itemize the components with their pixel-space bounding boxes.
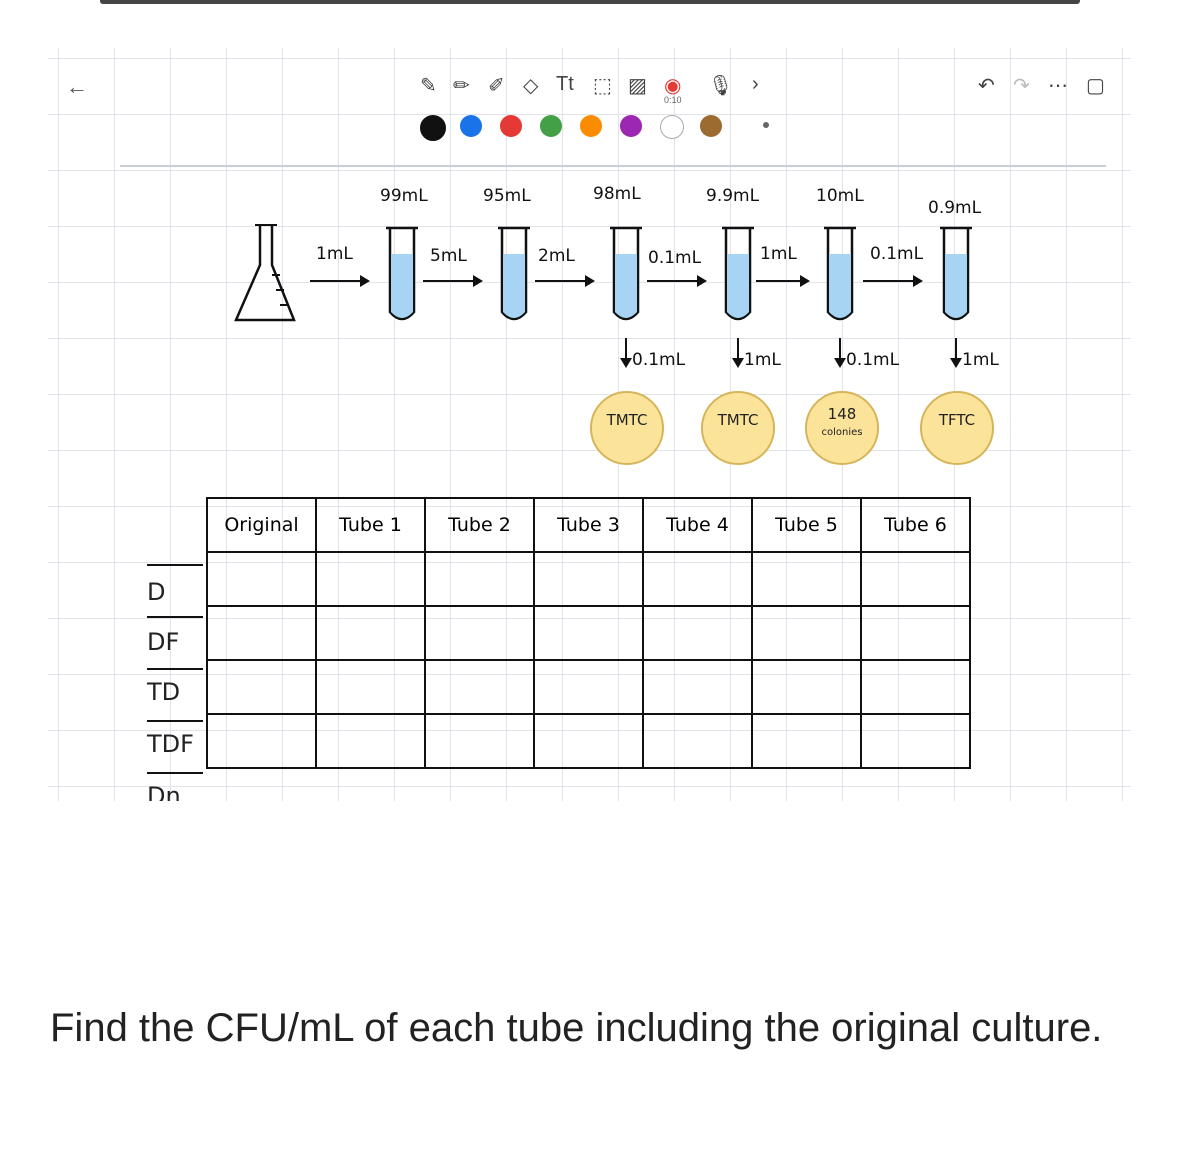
table-row xyxy=(148,605,971,661)
color-black[interactable] xyxy=(420,115,446,141)
tube-6-volume: 0.9mL xyxy=(928,198,982,218)
color-green[interactable] xyxy=(540,115,562,137)
agar-plate-3: 148 colonies xyxy=(805,391,879,465)
marker-icon[interactable]: ✐ xyxy=(488,75,505,97)
stroke-size-dot[interactable] xyxy=(763,122,769,128)
table-row xyxy=(148,551,971,607)
plate-volume-3: 0.1mL xyxy=(846,350,900,370)
agar-plate-4: TFTC xyxy=(920,391,994,465)
table-row xyxy=(148,713,971,769)
tube-3-volume: 98mL xyxy=(593,184,641,204)
row-label-dn: Dn xyxy=(147,782,181,801)
test-tube-6 xyxy=(940,226,972,321)
row-line xyxy=(147,564,203,566)
header-tube-3: Tube 3 xyxy=(533,497,644,553)
row-line xyxy=(147,720,203,722)
microphone-icon[interactable]: 🎙 xyxy=(708,75,734,97)
plate-volume-2: 1mL xyxy=(744,350,781,370)
pages-icon[interactable]: ▢ xyxy=(1086,75,1105,97)
color-red[interactable] xyxy=(500,115,522,137)
header-tube-1: Tube 1 xyxy=(315,497,426,553)
chevron-right-icon[interactable]: › xyxy=(752,73,759,95)
header-tube-5: Tube 5 xyxy=(751,497,862,553)
transfer-label-5: 1mL xyxy=(760,244,797,264)
more-icon[interactable]: ⋯ xyxy=(1048,75,1068,97)
back-arrow-icon[interactable]: ← xyxy=(66,74,88,99)
row-line xyxy=(147,668,203,670)
flask-icon xyxy=(234,224,296,322)
plate-1-label: TMTC xyxy=(606,411,648,429)
header-tube-6: Tube 6 xyxy=(860,497,971,553)
plate-arrow-3 xyxy=(834,338,846,368)
color-purple[interactable] xyxy=(620,115,642,137)
color-brown[interactable] xyxy=(700,115,722,137)
plate-4-label: TFTC xyxy=(938,411,976,429)
plate-arrow-4 xyxy=(950,338,962,368)
row-line xyxy=(147,616,203,618)
color-white[interactable] xyxy=(660,115,684,139)
plate-3-sublabel: colonies xyxy=(821,427,863,438)
test-tube-1 xyxy=(386,226,418,321)
transfer-arrow-5 xyxy=(756,275,810,287)
test-tube-2 xyxy=(498,226,530,321)
whiteboard-canvas[interactable]: ← ✎ ✏ ✐ ◇ Tt ⬚ ▨ ◉ 0:10 🎙 › ↶ ↷ ⋯ ▢ xyxy=(48,48,1131,801)
transfer-arrow-1 xyxy=(310,275,370,287)
table-corner xyxy=(148,498,207,552)
question-text: Find the CFU/mL of each tube including t… xyxy=(50,1006,1103,1050)
row-label-td: TD xyxy=(147,678,181,706)
row-label-d: D xyxy=(147,578,166,606)
header-tube-2: Tube 2 xyxy=(424,497,535,553)
tube-5-volume: 10mL xyxy=(816,186,864,206)
toolbar-divider xyxy=(120,165,1106,167)
pen-icon[interactable]: ✎ xyxy=(420,75,437,97)
header-original: Original xyxy=(206,497,317,553)
image-icon[interactable]: ▨ xyxy=(628,75,647,97)
transfer-label-1: 1mL xyxy=(316,244,353,264)
dilution-table: Original Tube 1 Tube 2 Tube 3 Tube 4 Tub… xyxy=(148,497,971,769)
header-tube-4: Tube 4 xyxy=(642,497,753,553)
transfer-arrow-6 xyxy=(863,275,923,287)
transfer-arrow-2 xyxy=(423,275,483,287)
agar-plate-2: TMTC xyxy=(701,391,775,465)
plate-3-count: 148 xyxy=(827,405,857,423)
redo-icon[interactable]: ↷ xyxy=(1013,75,1030,97)
undo-icon[interactable]: ↶ xyxy=(978,75,995,97)
transfer-label-4: 0.1mL xyxy=(648,248,702,268)
tube-2-volume: 95mL xyxy=(483,186,531,206)
plate-volume-4: 1mL xyxy=(962,350,999,370)
select-icon[interactable]: ⬚ xyxy=(593,75,612,97)
text-tool-icon[interactable]: Tt xyxy=(556,73,574,95)
record-icon[interactable]: ◉ xyxy=(664,75,682,97)
pencil-icon[interactable]: ✏ xyxy=(453,75,470,97)
transfer-label-3: 2mL xyxy=(538,246,575,266)
table-row xyxy=(148,659,971,715)
plate-2-label: TMTC xyxy=(717,411,759,429)
transfer-label-6: 0.1mL xyxy=(870,244,924,264)
test-tube-4 xyxy=(722,226,754,321)
color-orange[interactable] xyxy=(580,115,602,137)
eraser-icon[interactable]: ◇ xyxy=(523,75,539,97)
row-line xyxy=(147,772,203,774)
transfer-arrow-4 xyxy=(647,275,707,287)
plate-volume-1: 0.1mL xyxy=(632,350,686,370)
device-top-edge xyxy=(100,0,1080,4)
record-timer: 0:10 xyxy=(664,95,682,105)
row-label-df: DF xyxy=(147,628,180,656)
tube-4-volume: 9.9mL xyxy=(706,186,760,206)
agar-plate-1: TMTC xyxy=(590,391,664,465)
transfer-label-2: 5mL xyxy=(430,246,467,266)
test-tube-5 xyxy=(824,226,856,321)
transfer-arrow-3 xyxy=(535,275,595,287)
tube-1-volume: 99mL xyxy=(380,186,428,206)
test-tube-3 xyxy=(610,226,642,321)
color-blue[interactable] xyxy=(460,115,482,137)
plate-arrow-1 xyxy=(620,338,632,368)
plate-arrow-2 xyxy=(732,338,744,368)
row-label-tdf: TDF xyxy=(147,730,194,758)
